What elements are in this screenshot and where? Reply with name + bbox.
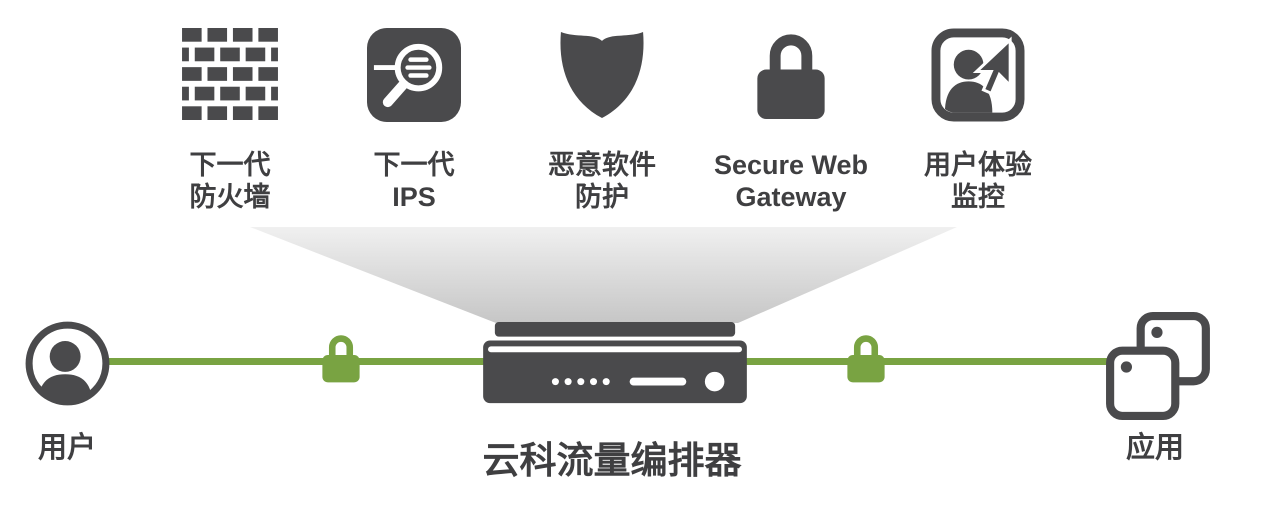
orchestrator-appliance-icon bbox=[483, 322, 747, 404]
service-label-line1: 下一代 bbox=[373, 150, 455, 180]
orchestrator-label: 云科流量编排器 bbox=[482, 440, 742, 481]
service-swg: Secure Web Gateway bbox=[699, 28, 883, 213]
service-label: 用户体验 监控 bbox=[886, 150, 1070, 213]
service-label-line1: 下一代 bbox=[189, 150, 271, 180]
service-label-line1: 用户体验 bbox=[924, 150, 1032, 180]
service-ngfw: 下一代 防火墙 bbox=[138, 28, 322, 213]
service-ngips: 下一代 IPS bbox=[322, 28, 506, 213]
service-label-line2: 防火墙 bbox=[189, 181, 271, 212]
funnel-shape bbox=[250, 227, 957, 323]
service-label: Secure Web Gateway bbox=[699, 150, 883, 213]
user-icon bbox=[25, 321, 110, 406]
service-label-line1: Secure Web bbox=[713, 150, 869, 180]
service-label: 下一代 防火墙 bbox=[138, 150, 322, 213]
service-label: 下一代 IPS bbox=[322, 150, 506, 213]
service-label-line1: 恶意软件 bbox=[548, 150, 656, 180]
lock-icon bbox=[757, 34, 825, 120]
apps-icon bbox=[1106, 312, 1210, 420]
user-experience-icon bbox=[931, 28, 1025, 122]
firewall-icon bbox=[182, 28, 278, 120]
green-lock-right-icon bbox=[847, 335, 885, 383]
ips-icon bbox=[367, 28, 461, 122]
apps-label: 应用 bbox=[1125, 432, 1184, 464]
service-label-line2: Gateway bbox=[735, 181, 847, 212]
service-uem: 用户体验 监控 bbox=[886, 28, 1070, 213]
service-label-line2: IPS bbox=[392, 181, 436, 212]
service-label-line2: 监控 bbox=[951, 181, 1005, 212]
green-lock-left-icon bbox=[322, 335, 360, 383]
service-label-line2: 防护 bbox=[575, 181, 629, 212]
user-label: 用户 bbox=[37, 432, 96, 464]
shield-icon bbox=[560, 31, 644, 119]
service-label: 恶意软件 防护 bbox=[510, 150, 694, 213]
service-malware-protection: 恶意软件 防护 bbox=[510, 28, 694, 213]
